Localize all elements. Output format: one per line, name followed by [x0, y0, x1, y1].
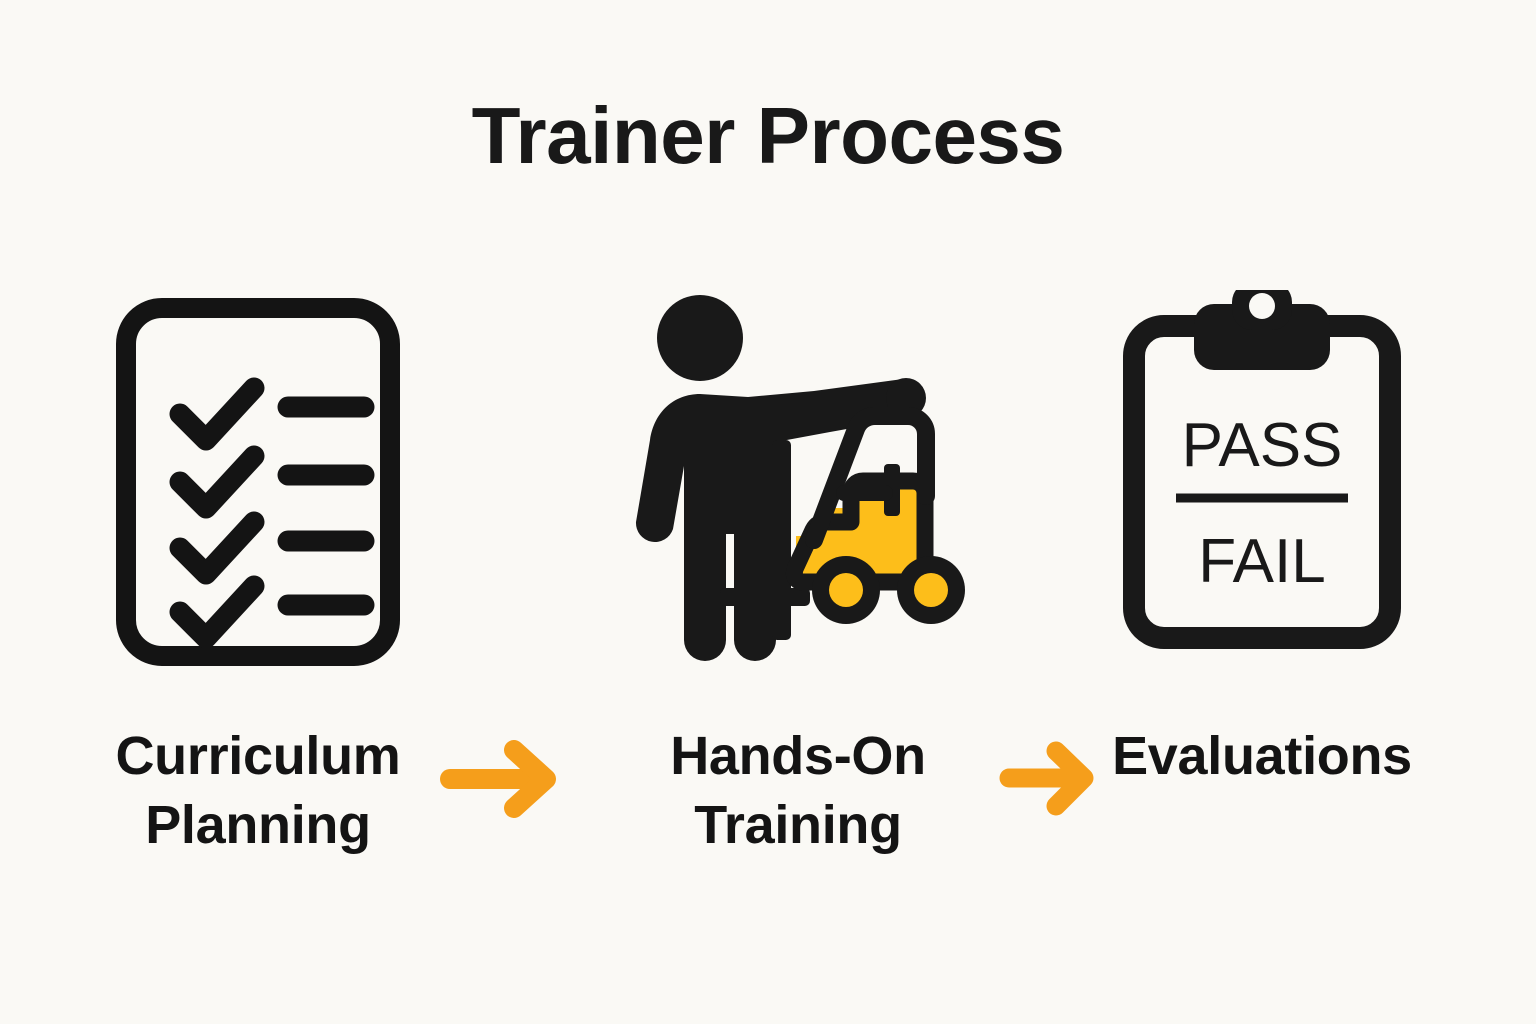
process-step-hands-on-training: Hands-On Training [608, 290, 988, 890]
process-step-evaluations: PASS FAIL Evaluations [1072, 290, 1452, 890]
clipboard-fail-text: FAIL [1198, 527, 1326, 596]
clipboard-pass-fail-icon: PASS FAIL [1072, 290, 1452, 670]
trainer-with-forklift-icon [608, 290, 988, 670]
arrow-right-icon-1 [436, 738, 564, 820]
step-label-evaluations: Evaluations [1112, 726, 1412, 786]
page-title: Trainer Process [471, 91, 1065, 180]
process-step-curriculum-planning: Curriculum Planning [68, 290, 448, 890]
process-steps-row: Curriculum Planning [0, 290, 1536, 890]
checklist-document-icon [68, 290, 448, 670]
step-label-hands-on-training: Hands-On Training [670, 726, 926, 856]
clipboard-pass-text: PASS [1182, 411, 1343, 480]
person-pointing-icon [635, 295, 926, 661]
forklift-icon [720, 407, 965, 640]
arrow-right-icon-2 [996, 738, 1100, 818]
step-label-curriculum-planning: Curriculum Planning [115, 726, 401, 856]
